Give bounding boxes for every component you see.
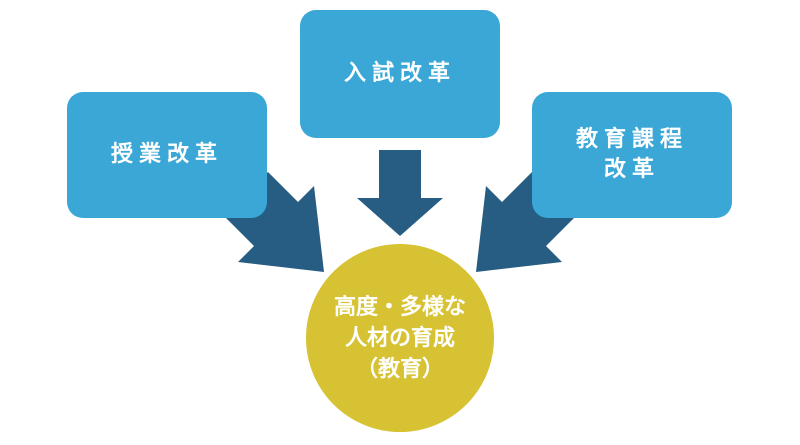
- box-label: 入試改革: [343, 61, 456, 86]
- box-kyouiku-katei-kaikaku: 教育課程 改革: [532, 92, 732, 218]
- center-circle: 高度・多様な 人材の育成 （教育）: [306, 244, 494, 432]
- box-label-line2: 改革: [603, 157, 660, 182]
- circle-line3: （教育）: [355, 356, 444, 382]
- box-jugyou-kaikaku: 授業改革: [67, 92, 267, 218]
- box-label-line1: 教育課程: [575, 127, 688, 152]
- arrow-center: [357, 150, 443, 236]
- box-label: 授業改革: [110, 142, 223, 167]
- box-label-group: 教育課程 改革: [576, 125, 688, 185]
- box-nyushi-kaikaku: 入試改革: [300, 10, 500, 138]
- circle-line2: 人材の育成: [344, 325, 455, 351]
- circle-line1: 高度・多様な: [333, 294, 466, 320]
